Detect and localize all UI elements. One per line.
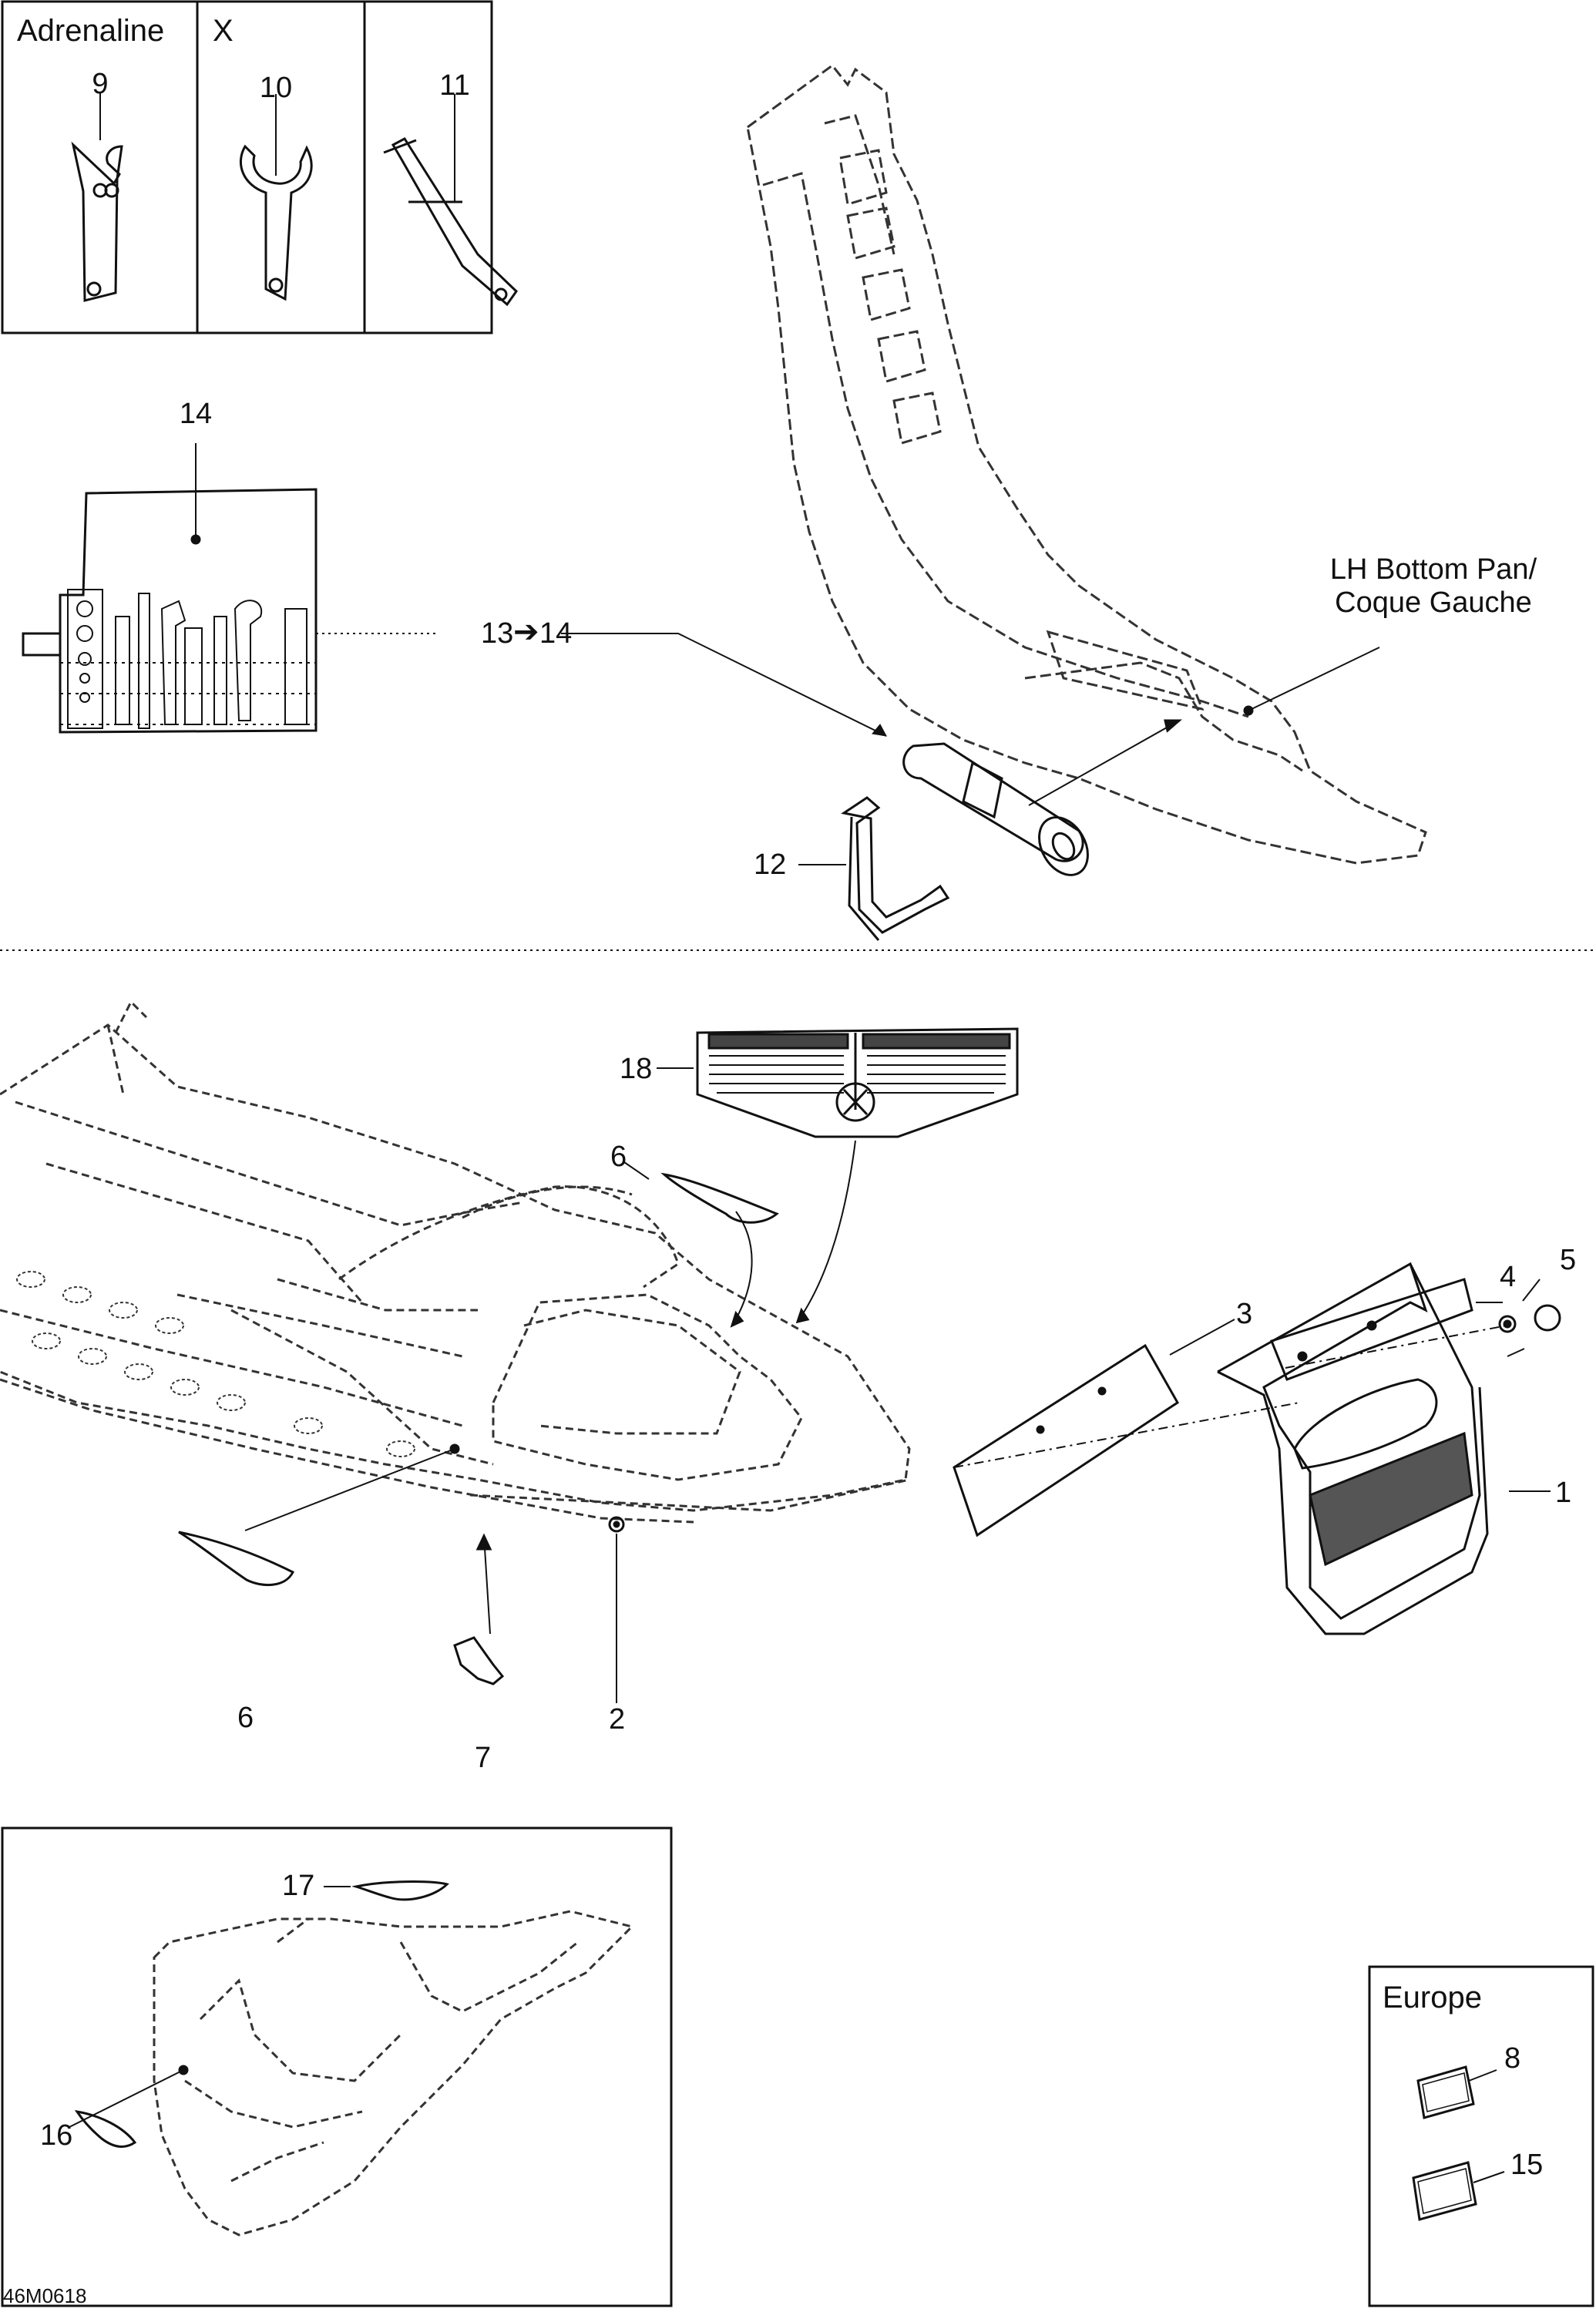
europe-box-frame <box>1368 1965 1594 2307</box>
warning-decal-icon <box>696 1027 1019 1138</box>
lh-bottom-pan-illustration <box>746 63 1427 865</box>
strap-icon <box>798 796 950 941</box>
callout-14: 14 <box>179 398 213 430</box>
header-x: X <box>213 14 234 48</box>
callout-6-lower: 6 <box>237 1702 254 1734</box>
callout-15: 15 <box>1510 2149 1544 2181</box>
lower-pan-illustration <box>153 1910 634 2236</box>
tool-11-hook-icon <box>383 94 518 307</box>
callout-17: 17 <box>282 1870 315 1902</box>
cap-icon <box>1534 1304 1561 1332</box>
lower-box-frame <box>1 1826 673 2307</box>
tool-box-frame <box>1 0 493 334</box>
lh-bottom-pan-caption: LH Bottom Pan/ Coque Gauche <box>1295 553 1572 619</box>
callout-9: 9 <box>92 68 109 100</box>
reflector-8-icon <box>1416 2065 1497 2119</box>
callout-16: 16 <box>40 2119 73 2152</box>
mud-flap-icon <box>1217 1262 1489 1635</box>
deflector-plate-icon <box>953 1343 1179 1537</box>
tool-kit-illustration <box>22 443 439 734</box>
header-adrenaline: Adrenaline <box>17 14 165 48</box>
clip-icon <box>453 1636 505 1685</box>
callout-12: 12 <box>754 849 787 881</box>
bottom-pan-line-2: Coque Gauche <box>1335 586 1532 619</box>
callout-1: 1 <box>1555 1477 1572 1509</box>
chassis-holes <box>16 1271 415 1457</box>
nut-icon <box>608 1516 625 1533</box>
europe-title: Europe <box>1383 1981 1482 2015</box>
callout-13: 13 <box>481 617 514 650</box>
tool-10-spanner-icon <box>239 94 313 301</box>
callout-6-upper: 6 <box>610 1141 627 1173</box>
callout-10: 10 <box>259 72 293 104</box>
callout-14-target: 14 <box>539 617 573 650</box>
tool-roll-icon <box>902 719 1183 876</box>
decal-17-icon <box>351 1880 449 1901</box>
callout-4: 4 <box>1500 1261 1517 1293</box>
side-decal-upper-icon <box>660 1172 779 1224</box>
callout-18: 18 <box>620 1053 653 1085</box>
callout-3: 3 <box>1236 1298 1253 1330</box>
callout-5: 5 <box>1560 1244 1577 1276</box>
callout-2: 2 <box>609 1703 626 1736</box>
bottom-pan-line-1: LH Bottom Pan/ <box>1329 553 1537 586</box>
callout-7: 7 <box>475 1742 492 1774</box>
arrow-right-icon: ➔ <box>513 615 539 649</box>
drawing-reference: 46M0618 <box>3 2284 87 2307</box>
decal-16-icon <box>74 2109 137 2148</box>
callout-11: 11 <box>439 69 470 102</box>
callout-8: 8 <box>1504 2042 1521 2075</box>
bolt-icon <box>1498 1315 1517 1333</box>
tool-9-wrench-icon <box>71 92 123 302</box>
reflector-15-icon <box>1412 2161 1505 2221</box>
chassis-illustration <box>0 1000 911 1524</box>
side-decal-lower-icon <box>178 1531 295 1587</box>
